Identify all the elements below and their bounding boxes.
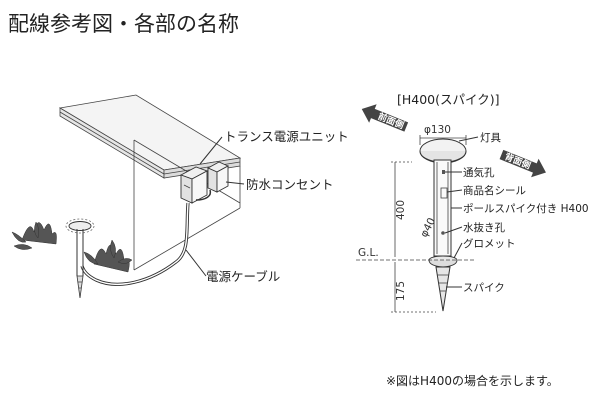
pole-spike-label: ポールスパイク付き H400 bbox=[463, 202, 589, 215]
power-cable-path bbox=[80, 202, 190, 286]
garden-light-illustration bbox=[68, 221, 92, 299]
spike-illustration bbox=[435, 266, 451, 312]
waterproof-outlet-illustration bbox=[206, 161, 230, 193]
cable-label: 電源ケーブル bbox=[206, 269, 280, 284]
back-side-label: 背面側 bbox=[503, 150, 533, 171]
transformer-label: トランス電源ユニット bbox=[224, 129, 349, 144]
plant-icon bbox=[11, 221, 57, 250]
model-heading: [H400(スパイク)] bbox=[397, 92, 500, 107]
ground-line-label: G.L. bbox=[358, 247, 379, 259]
page-title: 配線参考図・各部の名称 bbox=[8, 12, 239, 36]
vent-hole-label: 通気孔 bbox=[463, 166, 495, 179]
drain-hole-label: 水抜き孔 bbox=[463, 221, 505, 234]
lamp-label: 灯具 bbox=[480, 132, 501, 144]
below-ground-dimension: 175 bbox=[395, 281, 407, 301]
front-side-label: 前面側 bbox=[376, 110, 406, 131]
product-seal-label: 商品名シール bbox=[463, 184, 526, 197]
back-direction-arrow: 背面側 bbox=[499, 149, 546, 178]
footnote: ※図はH400の場合を示します。 bbox=[386, 373, 559, 388]
height-dimension: 400 bbox=[395, 200, 407, 220]
head-diameter-dimension: φ130 bbox=[424, 124, 451, 136]
grommet-base-illustration bbox=[428, 255, 458, 268]
outlet-label: 防水コンセント bbox=[246, 177, 334, 192]
lamp-head-illustration bbox=[419, 138, 467, 164]
grommet-label: グロメット bbox=[463, 237, 516, 250]
transformer-unit-illustration bbox=[179, 166, 209, 204]
plant-icon bbox=[83, 239, 133, 273]
spike-label: スパイク bbox=[463, 282, 505, 294]
pole-illustration bbox=[433, 159, 452, 257]
